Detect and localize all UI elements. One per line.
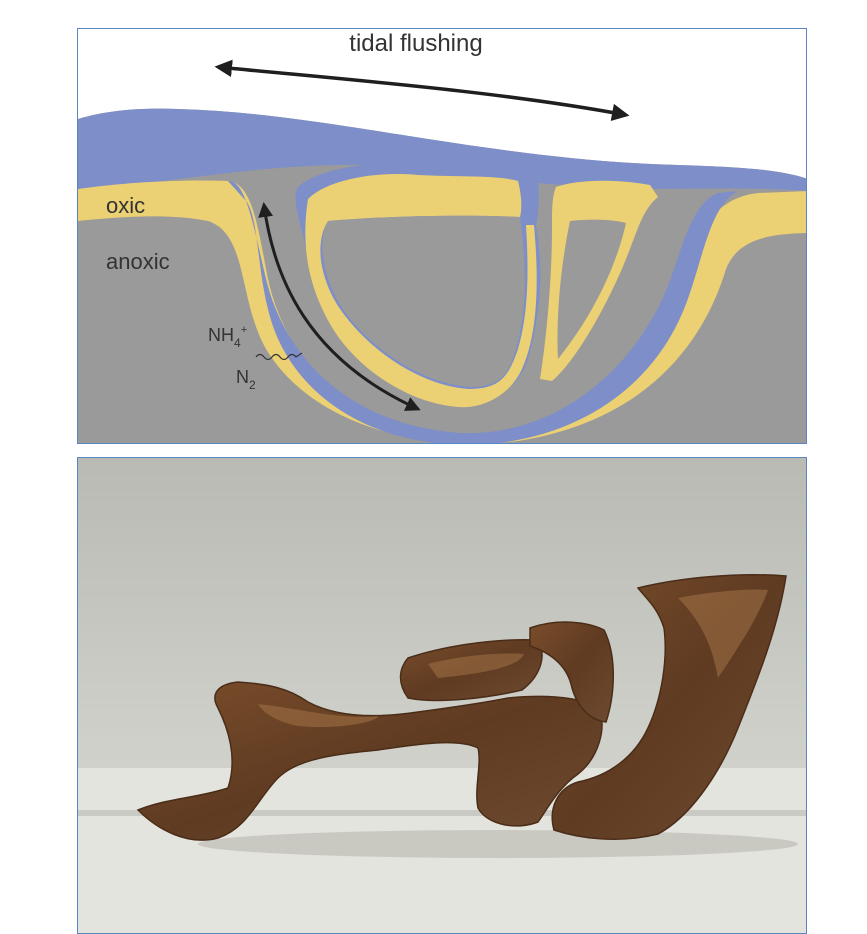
burrow-diagram: tidal flushing oxic anoxic NH4+ N2 [78,29,807,444]
anoxic-label: anoxic [106,249,170,274]
tidal-flushing-label: tidal flushing [349,30,482,57]
oxic-label: oxic [106,193,145,218]
cast-shadow [198,830,798,858]
burrow-cast-photo-panel [77,457,807,934]
burrow-cast-photo [78,458,807,934]
burrow-diagram-panel: tidal flushing oxic anoxic NH4+ N2 [77,28,807,444]
